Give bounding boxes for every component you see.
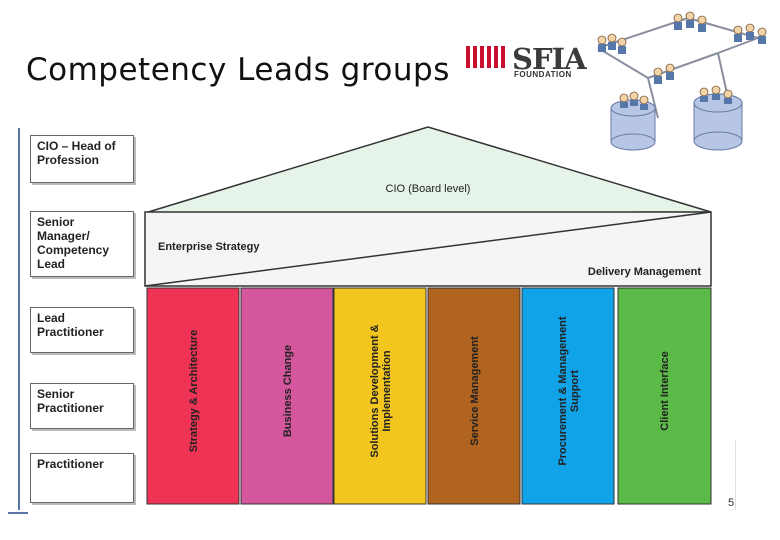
pillar-label-4: Procurement & ManagementSupport (557, 316, 581, 465)
pillar-2 (333, 287, 427, 505)
connected-people-databases-icon (597, 11, 767, 151)
pillar-0 (146, 287, 240, 505)
logo-bars-icon (466, 46, 505, 68)
band-divider (144, 211, 712, 287)
role-practitioner: Practitioner (30, 453, 134, 503)
roof-label: CIO (Board level) (386, 183, 471, 195)
logo-wordmark: SFIA (512, 42, 587, 76)
left-frame-tick (8, 512, 28, 514)
band-left-label: Enterprise Strategy (158, 241, 260, 253)
band-right-label: Delivery Management (588, 266, 701, 278)
pillar-label-2: Solutions Development &Implementation (369, 324, 393, 457)
left-frame-line (18, 128, 20, 510)
sfia-logo: SFIA FOUNDATION (466, 42, 587, 80)
page-title: Competency Leads groups (26, 52, 450, 88)
right-rule (735, 440, 736, 510)
pillar-label-5: Client Interface (659, 351, 671, 430)
pillar-4 (521, 287, 615, 505)
role-senior-manager: Senior Manager/ Competency Lead (30, 211, 134, 277)
roof (144, 126, 712, 214)
pillar-label-0: Strategy & Architecture (188, 330, 200, 452)
role-senior-practitioner: Senior Practitioner (30, 383, 134, 429)
pillar-label-1: Business Change (282, 345, 294, 437)
role-lead-practitioner: Lead Practitioner (30, 307, 134, 353)
role-cio: CIO – Head of Profession (30, 135, 134, 183)
pillar-5 (617, 287, 712, 505)
pillar-label-3: Service Management (469, 336, 481, 446)
pillar-3 (427, 287, 521, 505)
pillar-1 (240, 287, 334, 505)
page-number: 5 (728, 497, 735, 509)
logo-subtitle: FOUNDATION (514, 70, 572, 79)
